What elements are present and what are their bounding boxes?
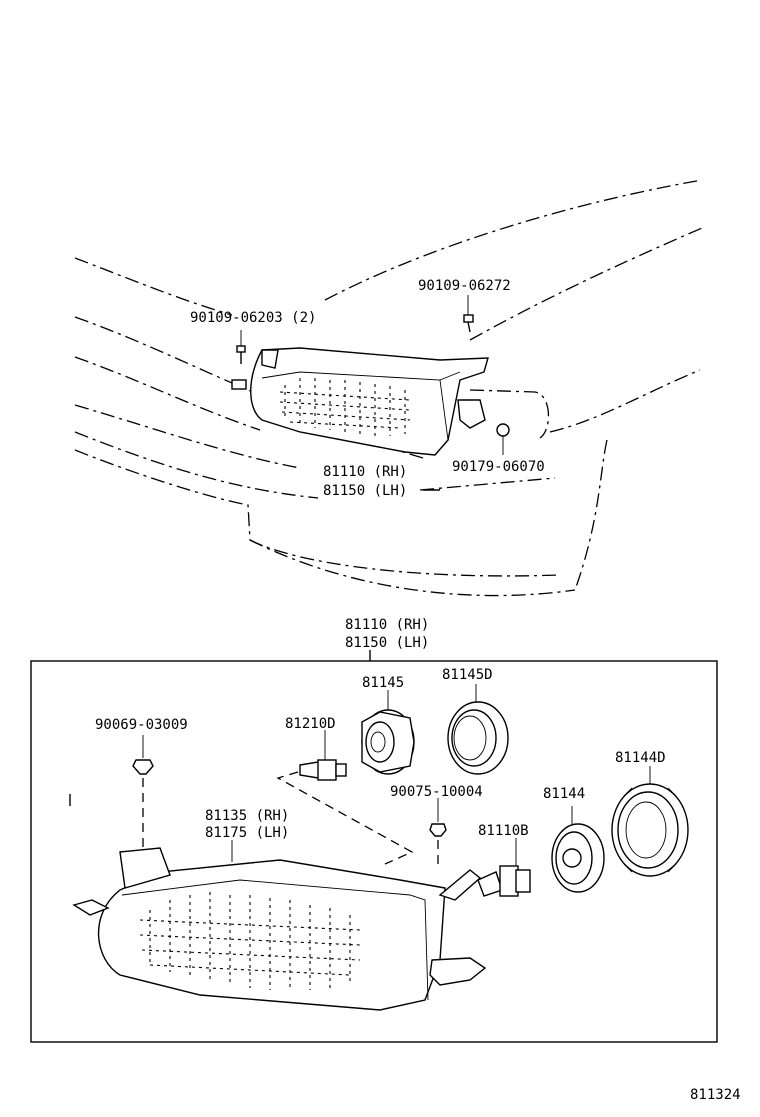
label-small-bulb: 81210D	[285, 716, 336, 732]
small-bulb-icon	[299, 730, 347, 781]
headlamp-installed	[231, 347, 489, 456]
figure-number: 811324	[690, 1087, 741, 1103]
label-bolt-right-top: 90109-06272	[418, 278, 511, 294]
label-rear-cover: 81144D	[615, 750, 666, 766]
label-reflector: 81144	[543, 786, 585, 802]
label-main-bulb: 81110B	[478, 823, 529, 839]
reflector-icon	[551, 806, 605, 893]
socket-cover-icon	[447, 684, 509, 775]
bolt-icon	[463, 295, 474, 333]
label-unit-lh: 81175 (LH)	[205, 825, 289, 841]
label-assy-box-rh: 81110 (RH)	[345, 617, 429, 633]
rear-cover-icon	[611, 766, 689, 877]
headlamp-unit	[72, 847, 487, 1011]
label-socket-cover: 81145D	[442, 667, 493, 683]
label-clip-mid: 90075-10004	[390, 784, 483, 800]
label-assy-top-rh: 81110 (RH)	[323, 464, 407, 480]
main-bulb-icon	[477, 838, 531, 897]
label-unit-rh: 81135 (RH)	[205, 808, 289, 824]
label-nut-top: 90179-06070	[452, 459, 545, 475]
label-assy-top-lh: 81150 (LH)	[323, 483, 407, 499]
clip-icon	[132, 735, 154, 775]
bulb-socket-icon	[361, 690, 415, 775]
exploded-view-frame	[30, 660, 718, 1043]
label-bulb-socket: 81145	[362, 675, 404, 691]
clip-icon	[429, 798, 447, 837]
label-assy-box-lh: 81150 (LH)	[345, 635, 429, 651]
bolt-icon	[236, 330, 246, 364]
nut-icon	[496, 423, 510, 455]
label-bolt-left-top: 90109-06203 (2)	[190, 310, 316, 326]
label-clip-left: 90069-03009	[95, 717, 188, 733]
